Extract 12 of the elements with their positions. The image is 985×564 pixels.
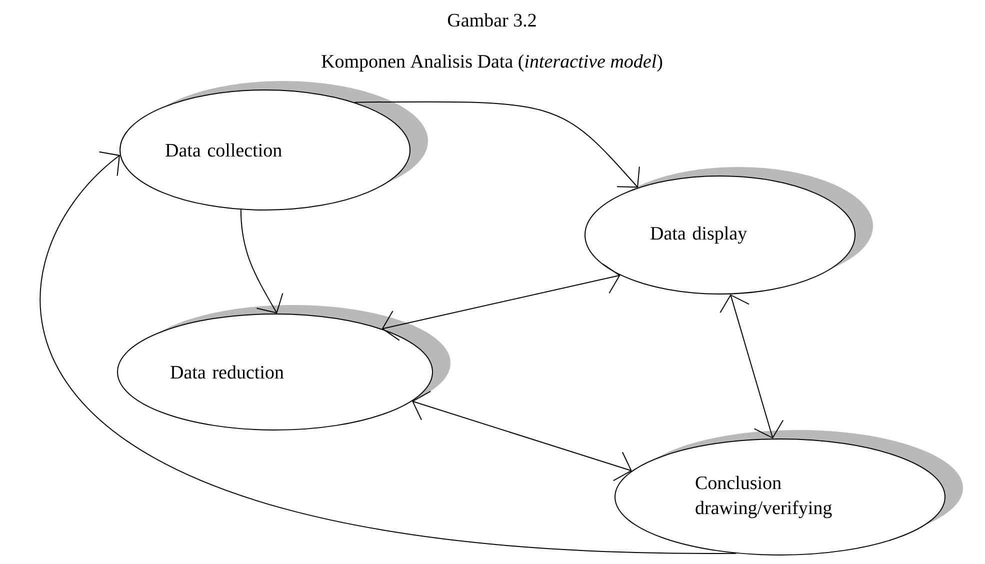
arrow bbox=[240, 209, 284, 314]
arrow bbox=[382, 263, 620, 341]
ellipse-node: Data collection bbox=[120, 81, 428, 210]
ellipse-node: Data reduction bbox=[117, 305, 450, 430]
arrow bbox=[354, 101, 640, 188]
arrow bbox=[40, 151, 736, 554]
figure-caption: Komponen Analisis Data (interactive model) bbox=[322, 54, 662, 72]
ellipse-node: Data display bbox=[584, 167, 873, 294]
arrow bbox=[412, 390, 632, 482]
arrow bbox=[720, 294, 784, 439]
ellipse-node: Conclusion drawing/verifying bbox=[614, 430, 963, 556]
figure-title: Gambar 3.2 bbox=[448, 13, 536, 27]
